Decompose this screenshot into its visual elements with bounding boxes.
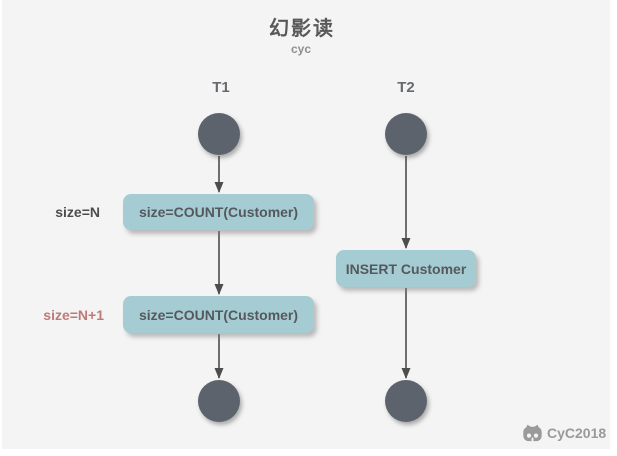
step-box-insert-label: INSERT Customer: [345, 260, 467, 277]
t2-end-node: [385, 380, 427, 422]
t1-end-node: [198, 380, 240, 422]
diagram-title: 幻影读: [269, 18, 335, 40]
lane-header-t2: T2: [397, 79, 415, 96]
diagram-subtitle: cyc: [290, 42, 312, 56]
side-label-size-n-plus-1: size=N+1: [43, 307, 104, 323]
lane-header-t1: T1: [212, 79, 230, 96]
step-box-count-first: size=COUNT(Customer): [123, 194, 314, 230]
watermark: CyC2018: [522, 424, 606, 442]
t2-start-node: [385, 113, 427, 155]
step-box-count-second-label: size=COUNT(Customer): [138, 306, 299, 323]
step-box-count-first-label: size=COUNT(Customer): [138, 204, 299, 220]
watermark-text: CyC2018: [547, 425, 607, 441]
step-box-count-second: size=COUNT(Customer): [123, 296, 314, 333]
diagram-panel: 幻影读 cyc T1 T2: [2, 0, 610, 449]
github-cat-icon: [523, 424, 542, 442]
side-label-size-n: size=N: [55, 204, 100, 220]
t1-start-node: [198, 113, 240, 155]
step-box-insert: INSERT Customer: [336, 250, 476, 287]
